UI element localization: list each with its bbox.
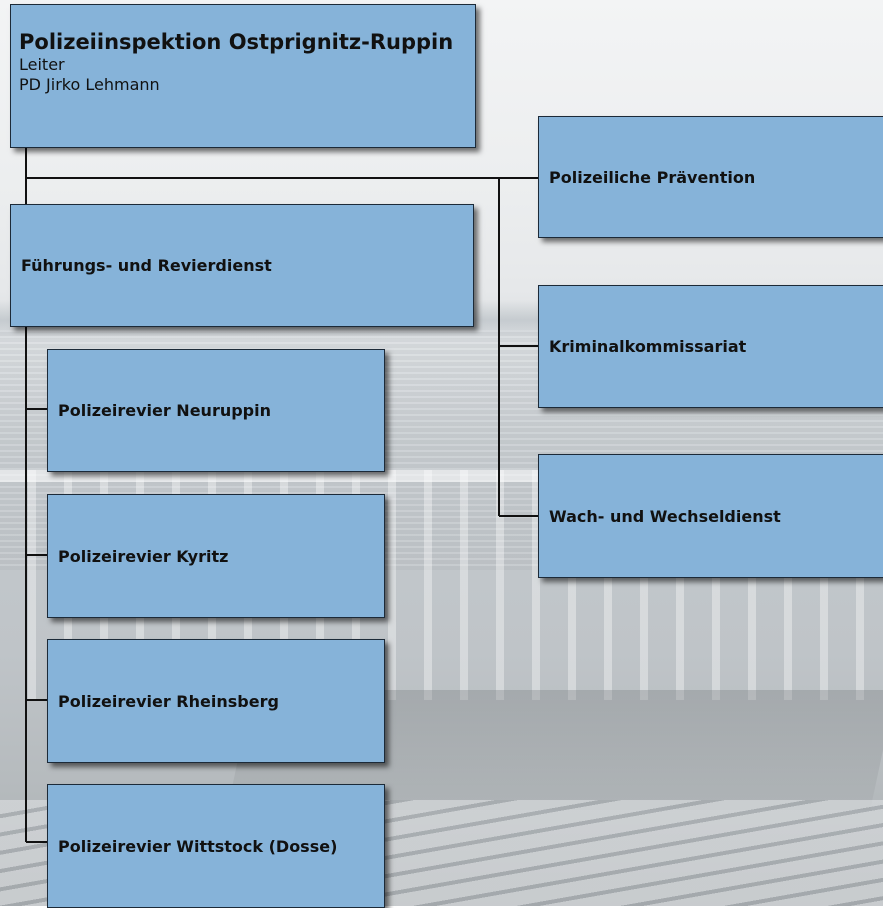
node-revier-kyritz-label: Polizeirevier Kyritz — [58, 546, 229, 566]
node-inspection-title: Polizeiinspektion Ostprignitz-Ruppin — [19, 30, 454, 54]
node-revier-neuruppin-label: Polizeirevier Neuruppin — [58, 401, 271, 420]
node-kriminal-label: Kriminalkommissariat — [549, 337, 747, 356]
node-wach-label: Wach- und Wechseldienst — [549, 506, 781, 526]
node-inspection: Polizeiinspektion Ostprignitz-Ruppin Lei… — [10, 4, 476, 148]
node-kriminal: Kriminalkommissariat — [538, 285, 883, 408]
node-revier-rheinsberg-label: Polizeirevier Rheinsberg — [58, 691, 279, 711]
node-fuehrung-label: Führungs- und Revierdienst — [21, 256, 272, 275]
node-revier-neuruppin: Polizeirevier Neuruppin — [47, 349, 385, 472]
node-inspection-role: Leiter — [19, 55, 65, 74]
node-inspection-person: PD Jirko Lehmann — [19, 75, 160, 94]
node-wach: Wach- und Wechseldienst — [538, 454, 883, 578]
node-praevention-label: Polizeiliche Prävention — [549, 167, 756, 187]
node-revier-kyritz: Polizeirevier Kyritz — [47, 494, 385, 618]
node-revier-wittstock-label: Polizeirevier Wittstock (Dosse) — [58, 836, 338, 856]
node-revier-wittstock: Polizeirevier Wittstock (Dosse) — [47, 784, 385, 908]
node-revier-rheinsberg: Polizeirevier Rheinsberg — [47, 639, 385, 763]
node-fuehrung: Führungs- und Revierdienst — [10, 204, 474, 327]
node-praevention: Polizeiliche Prävention — [538, 116, 883, 238]
